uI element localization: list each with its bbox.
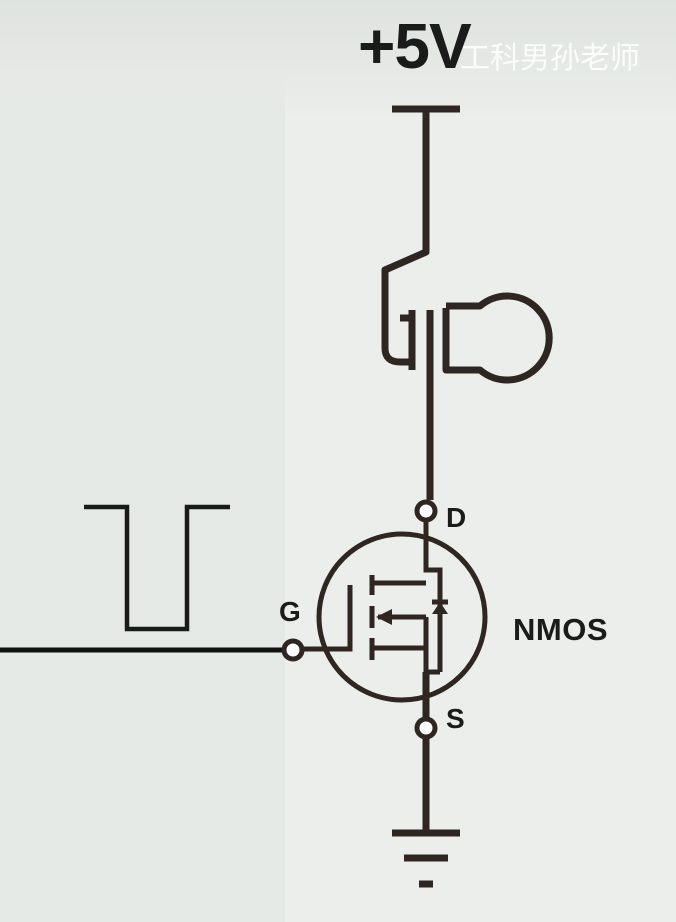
gate-plate (302, 585, 353, 652)
supply-voltage-label: +5V (358, 10, 472, 82)
gate-pin-label: G (279, 596, 301, 627)
watermark-text: 工科男孙老师 (460, 41, 640, 76)
ground-icon (392, 829, 460, 888)
source-pin-label: S (446, 703, 465, 734)
lamp-icon (400, 292, 553, 500)
background-left (0, 0, 285, 922)
supply-wire (381, 109, 430, 366)
body-diode-icon (432, 596, 448, 672)
mosfet-body (316, 531, 488, 703)
gate-pulse-waveform-icon (84, 504, 230, 632)
background-top-fade (0, 0, 676, 120)
drain-terminal (414, 499, 438, 523)
drain-lead-inner (423, 520, 443, 596)
source-terminal (414, 716, 438, 740)
gate-terminal (281, 638, 305, 662)
drain-pin-label: D (446, 502, 467, 533)
device-type-label: NMOS (513, 612, 608, 647)
substrate-arrow-icon (376, 609, 429, 648)
source-lead-inner (372, 645, 440, 675)
background-right (285, 0, 676, 922)
